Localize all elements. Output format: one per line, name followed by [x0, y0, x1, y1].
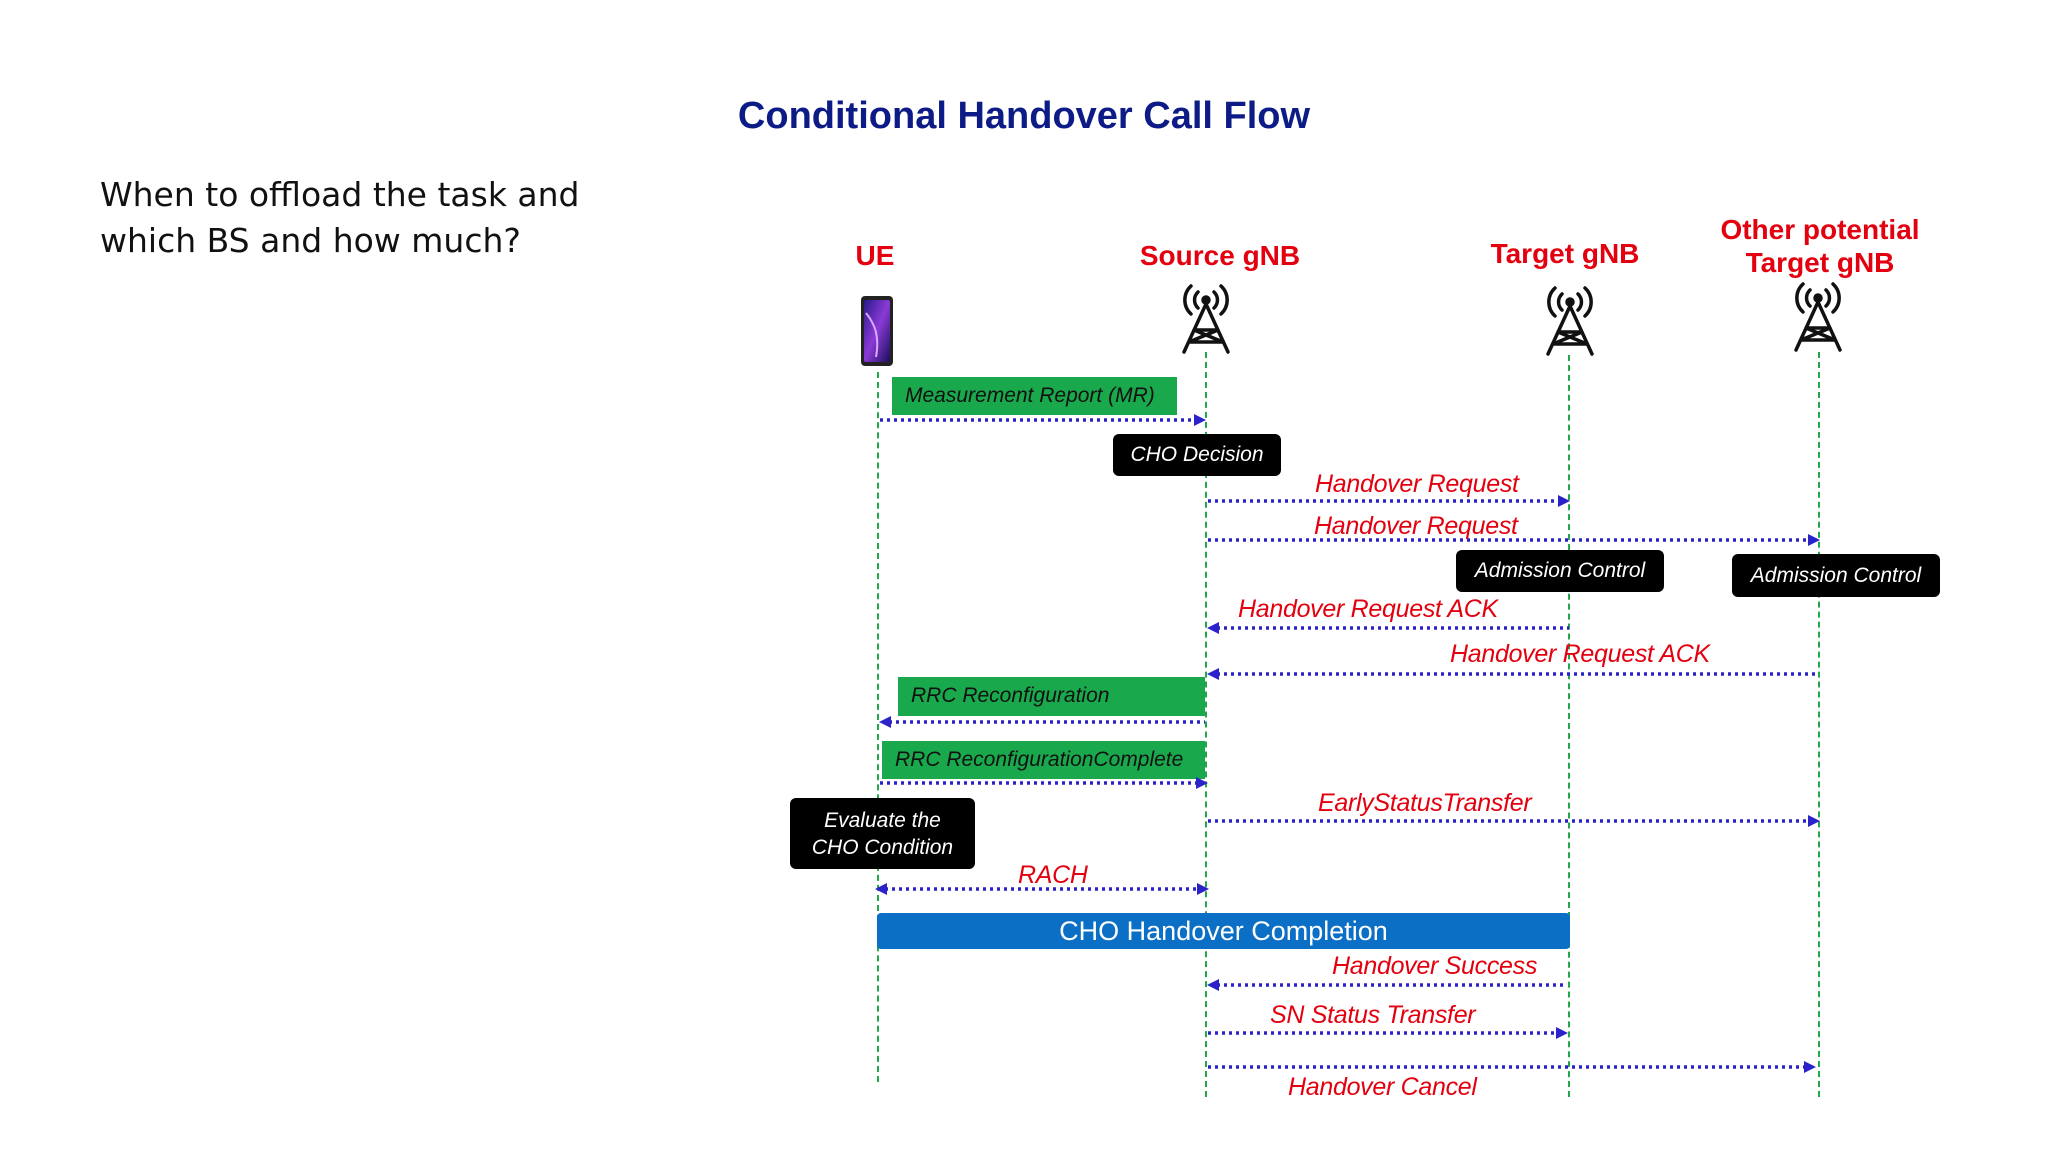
label-sn-status-transfer: SN Status Transfer: [1270, 1001, 1476, 1029]
label-early-status-transfer: EarlyStatusTransfer: [1318, 789, 1532, 817]
arrow-rach: [875, 883, 1209, 895]
arrow-early-status-transfer: [1208, 815, 1820, 827]
evaluate-cho-condition-box: Evaluate the CHO Condition: [790, 798, 975, 869]
measurement-report-box: Measurement Report (MR): [892, 377, 1177, 415]
entity-label-other-line1: Other potential: [1720, 214, 1920, 245]
entity-label-other-line2: Target gNB: [1745, 247, 1895, 278]
label-rach: RACH: [1018, 861, 1088, 889]
cell-tower-icon-target: [1542, 280, 1598, 356]
entity-label-ue: UE: [855, 240, 895, 271]
label-handover-cancel: Handover Cancel: [1288, 1073, 1477, 1101]
cho-handover-completion-bar: CHO Handover Completion: [877, 913, 1570, 949]
lifeline-target-gnb: [1568, 355, 1570, 1097]
arrow-rrc-reconfiguration: [879, 716, 1205, 728]
entity-label-target-gnb: Target gNB: [1490, 238, 1640, 269]
arrow-measurement-report: [880, 414, 1206, 426]
evaluate-line1: Evaluate the: [824, 808, 941, 832]
rrc-reconfiguration-complete-box: RRC ReconfigurationComplete: [882, 741, 1205, 779]
label-handover-request-1: Handover Request: [1315, 470, 1519, 498]
smartphone-icon: [860, 295, 894, 367]
question-text: When to offload the task and which BS an…: [100, 175, 580, 260]
cell-tower-icon-source: [1178, 278, 1234, 354]
admission-control-target-box: Admission Control: [1456, 550, 1664, 592]
arrow-sn-status-transfer: [1208, 1027, 1568, 1039]
evaluate-line2: CHO Condition: [811, 835, 954, 859]
slide-title: Conditional Handover Call Flow: [737, 95, 1311, 137]
cell-tower-icon-other: [1790, 276, 1846, 352]
arrow-handover-request-ack-1: [1207, 622, 1569, 634]
arrow-handover-request-2: [1208, 534, 1820, 546]
arrow-handover-request-1: [1208, 495, 1570, 507]
entity-label-source-gnb: Source gNB: [1139, 240, 1301, 271]
arrow-rrc-reconfiguration-complete: [880, 777, 1208, 789]
arrow-handover-request-ack-2: [1207, 668, 1819, 680]
label-handover-success: Handover Success: [1332, 952, 1538, 980]
lifeline-other-target-gnb: [1818, 352, 1820, 1097]
label-handover-request-ack-1: Handover Request ACK: [1238, 595, 1498, 623]
cho-decision-box: CHO Decision: [1113, 434, 1281, 476]
lifeline-source-gnb: [1205, 352, 1207, 1097]
rrc-reconfiguration-box: RRC Reconfiguration: [898, 677, 1205, 716]
label-handover-request-2: Handover Request: [1314, 512, 1518, 540]
label-handover-request-ack-2: Handover Request ACK: [1450, 640, 1710, 668]
entity-label-other-target-gnb: Other potential Target gNB: [1690, 213, 1950, 279]
arrow-handover-success: [1207, 979, 1567, 991]
arrow-handover-cancel: [1208, 1061, 1816, 1073]
lifeline-ue: [877, 372, 879, 1082]
admission-control-other-box: Admission Control: [1732, 554, 1940, 597]
